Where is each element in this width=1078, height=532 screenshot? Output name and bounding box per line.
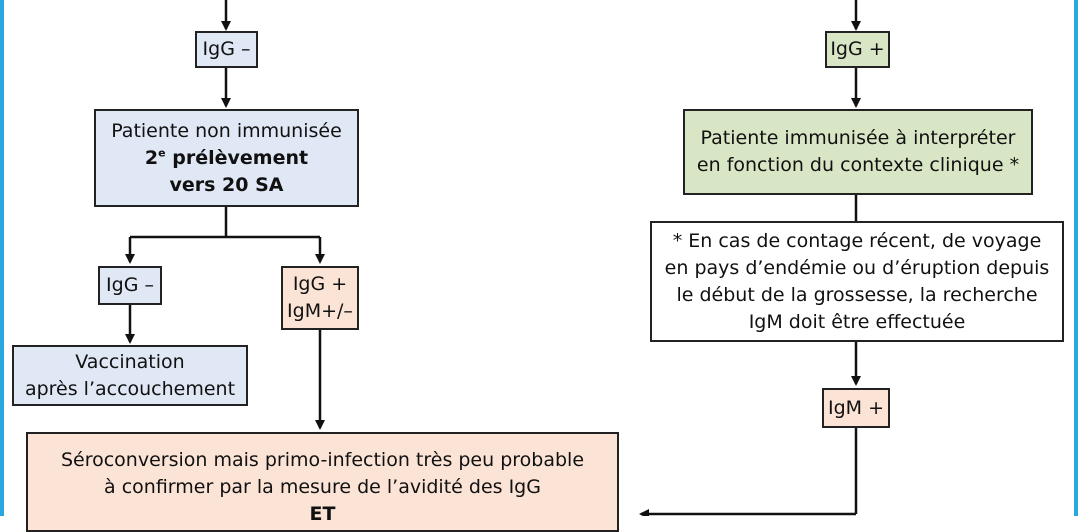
igg-positive-box: IgG + xyxy=(825,31,890,68)
non-immunised-line3: vers 20 SA xyxy=(169,173,284,196)
seroconversion-line1: Séroconversion mais primo-infection très… xyxy=(60,449,585,471)
non-immunised-line1: Patiente non immunisée xyxy=(111,119,342,142)
vaccination-box: Vaccination après l’accouchement xyxy=(12,345,248,406)
igg-positive-igm-box: IgG + IgM+/– xyxy=(281,266,359,330)
immunised-line1: Patiente immunisée à interpréter xyxy=(700,127,1016,149)
immunised-box: Patiente immunisée à interpréter en fonc… xyxy=(683,109,1033,195)
note-line4: IgM doit être effectuée xyxy=(748,310,966,333)
igg-negative-second-label: IgG – xyxy=(106,274,154,296)
igm-positive-label: IgM + xyxy=(827,396,885,419)
clinical-note-box: * En cas de contage récent, de voyage en… xyxy=(650,221,1064,342)
igm-positive-box: IgM + xyxy=(822,388,890,428)
note-line2: en pays d’endémie ou d’éruption depuis xyxy=(664,256,1050,279)
note-line3: le début de la grossesse, la recherche xyxy=(676,283,1038,306)
igg-positive-label: IgG + xyxy=(292,273,348,295)
vaccination-line2: après l’accouchement xyxy=(24,377,236,400)
connector-arrows xyxy=(125,0,861,516)
second-sample-line: 2e prélèvement xyxy=(144,146,309,169)
immunised-line2: en fonction du contexte clinique * xyxy=(696,154,1020,176)
seroconversion-line3: ET xyxy=(309,503,336,525)
igg-negative-second-box: IgG – xyxy=(98,266,162,305)
page-frame xyxy=(0,0,1078,516)
seroconversion-line2: à confirmer par la mesure de l’avidité d… xyxy=(104,476,541,498)
igg-positive-top-label: IgG + xyxy=(830,38,885,60)
vaccination-line1: Vaccination xyxy=(75,350,185,373)
non-immunised-box: Patiente non immunisée 2e prélèvement ve… xyxy=(94,109,359,207)
igg-negative-box: IgG – xyxy=(195,31,258,68)
igg-negative-label: IgG – xyxy=(202,38,251,60)
seroconversion-box: Séroconversion mais primo-infection très… xyxy=(26,432,619,532)
igm-plus-minus-label: IgM+/– xyxy=(287,300,353,322)
note-line1: * En cas de contage récent, de voyage xyxy=(672,229,1042,252)
